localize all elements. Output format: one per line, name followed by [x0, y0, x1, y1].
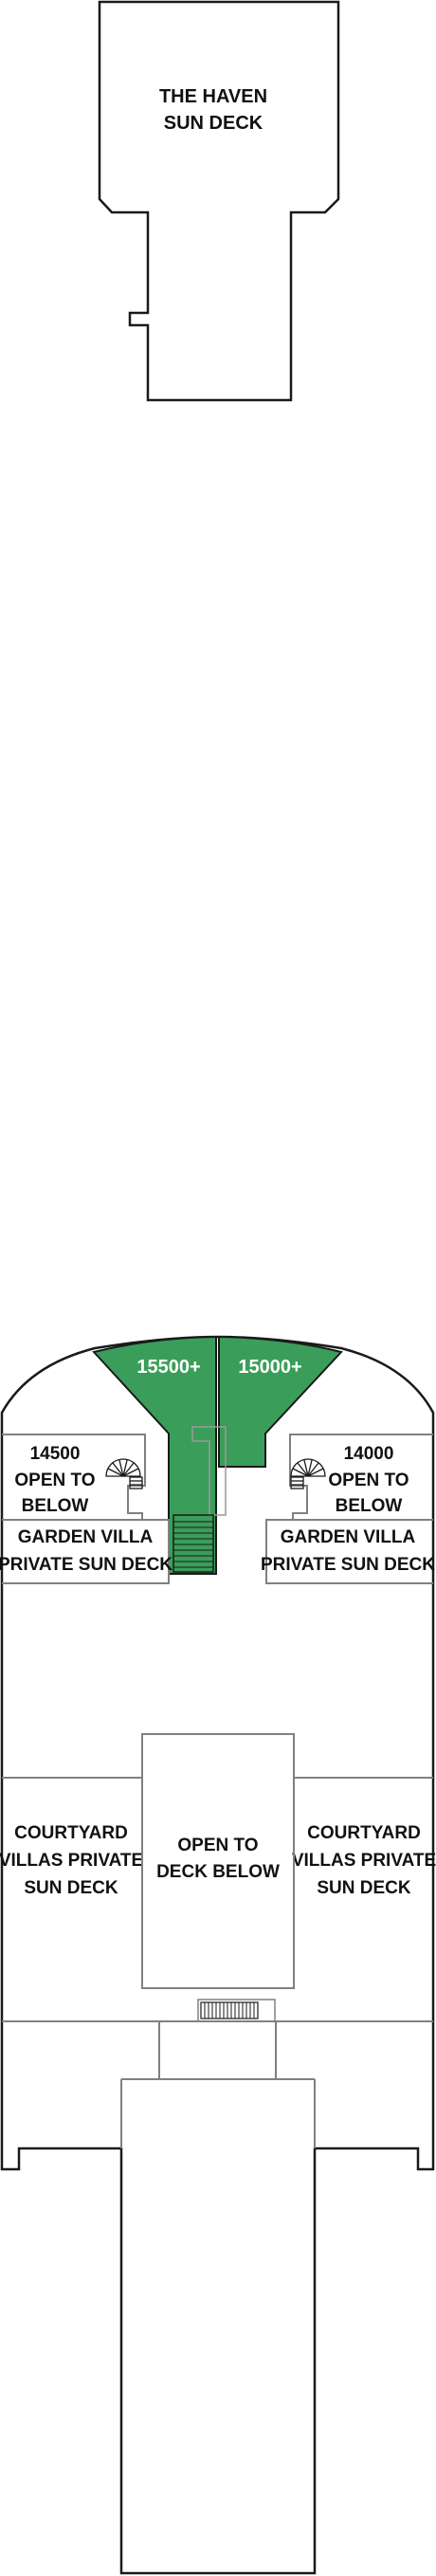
suite-14500-outline [2, 1434, 170, 1584]
main-deck-outline [0, 1335, 435, 2575]
center-open-outline [141, 1733, 295, 1989]
suite-14000-name-line1: GARDEN VILLA [281, 1527, 416, 1547]
haven-sun-deck[interactable]: THE HAVEN SUN DECK [98, 0, 340, 402]
suite-14000-outline [265, 1434, 433, 1584]
courtyard-villas-left[interactable]: COURTYARD VILLAS PRIVATE SUN DECK [0, 1823, 143, 1898]
courtyard-right-line2: VILLAS PRIVATE [292, 1851, 436, 1871]
cabin-15000-label: 15000+ [238, 1357, 301, 1378]
suite-14000[interactable]: 14000 OPEN TO BELOW GARDEN VILLA PRIVATE… [261, 1434, 435, 1584]
staircase-icon [197, 1999, 276, 2022]
cabin-15000-shape [218, 1335, 343, 1468]
courtyard-left-line2: VILLAS PRIVATE [0, 1851, 143, 1871]
suite-14500-name-line1: GARDEN VILLA [18, 1527, 154, 1547]
cabin-block-15000[interactable]: 15000+ [218, 1335, 343, 1468]
suite-14000-open-line2: BELOW [336, 1496, 403, 1516]
suite-14500-open-line2: BELOW [22, 1496, 89, 1516]
courtyard-villas-right[interactable]: COURTYARD VILLAS PRIVATE SUN DECK [292, 1823, 436, 1898]
cabin-15500-label: 15500+ [136, 1357, 200, 1378]
courtyard-right-line1: COURTYARD [307, 1823, 421, 1843]
staircase-icon [173, 1514, 214, 1573]
suite-14500-open-line1: OPEN TO [14, 1471, 95, 1490]
suite-14000-number: 14000 [344, 1444, 394, 1464]
courtyard-right-line3: SUN DECK [317, 1878, 411, 1898]
haven-label-line2: SUN DECK [164, 113, 263, 134]
courtyard-left-line1: COURTYARD [14, 1823, 128, 1843]
suite-14500-name-line2: PRIVATE SUN DECK [0, 1555, 173, 1575]
suite-14000-name-line2: PRIVATE SUN DECK [261, 1555, 435, 1575]
center-open-area[interactable]: OPEN TO DECK BELOW [141, 1733, 295, 1989]
haven-outline [98, 0, 340, 402]
suite-14000-open-line1: OPEN TO [328, 1471, 409, 1490]
center-open-line2: DECK BELOW [156, 1862, 280, 1882]
main-deck [0, 1335, 435, 2575]
haven-label-line1: THE HAVEN [159, 86, 267, 107]
central-stairwell [173, 1426, 227, 1573]
suite-14500-number: 14500 [30, 1444, 81, 1464]
courtyard-left-line3: SUN DECK [24, 1878, 118, 1898]
suite-14500[interactable]: 14500 OPEN TO BELOW GARDEN VILLA PRIVATE… [0, 1434, 173, 1584]
spiral-staircase-icon [290, 1458, 326, 1489]
spiral-staircase-icon [105, 1458, 143, 1489]
center-open-line1: OPEN TO [177, 1836, 258, 1855]
